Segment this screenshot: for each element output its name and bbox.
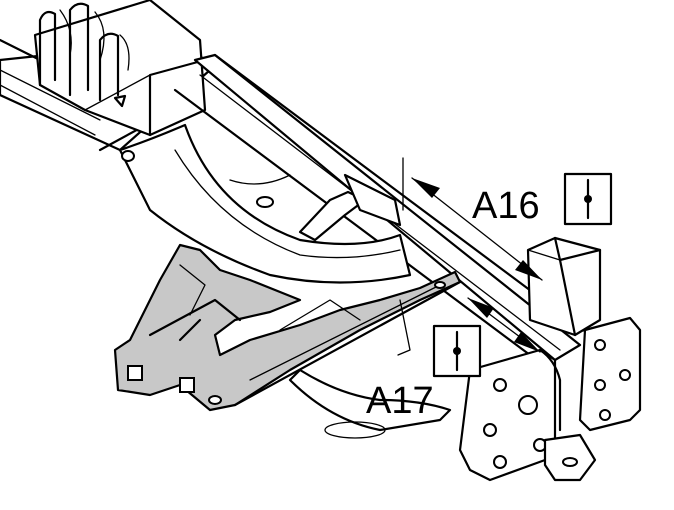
a16-arrow-end [515,260,542,280]
highlighted-support-bracket [113,243,462,412]
a16-dimension [402,157,543,281]
bracket-fill [113,243,462,412]
a17-dimension [467,297,541,353]
callout-a16-label: A16 [472,185,540,227]
callout-a17-label: A17 [366,380,434,422]
clip-bracket [298,173,402,242]
lower-frame [279,299,452,439]
a16-arrow-start [412,178,440,198]
callout-a16: A16 [472,172,613,227]
a17-arrow-end [514,332,540,352]
top-bracket-with-hooks [33,0,207,137]
pin-in-box-icon [584,178,592,220]
pin-in-box-icon [453,330,461,372]
callout-a17: A17 [366,324,482,422]
mounting-plates [458,316,642,482]
curved-cross-member [118,123,412,284]
square-tube [526,236,602,337]
